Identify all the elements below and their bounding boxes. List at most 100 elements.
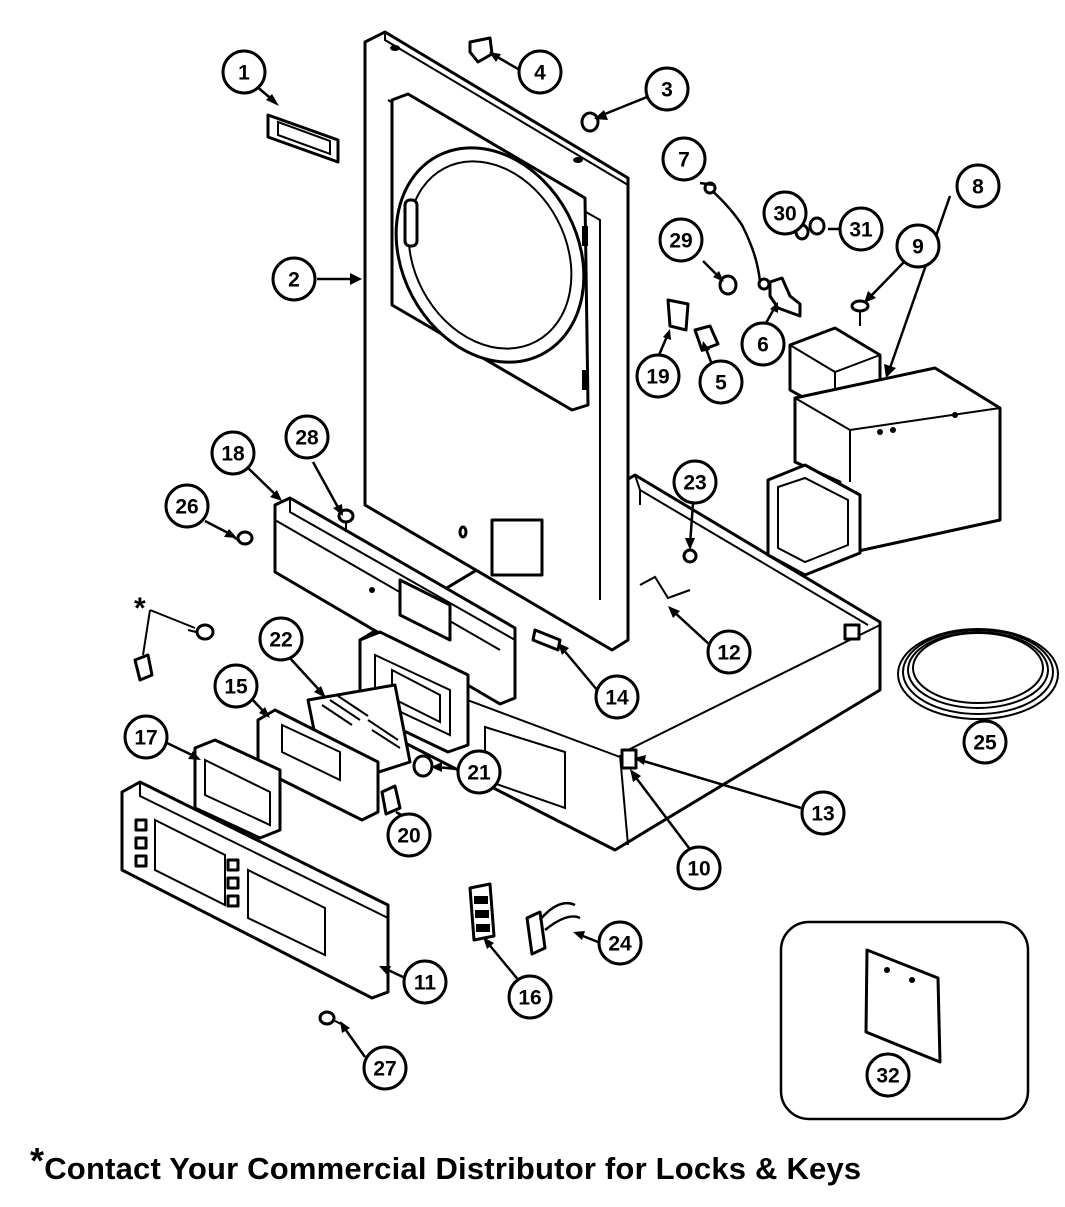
callout-label: 29 bbox=[669, 230, 692, 253]
callout-circle bbox=[762, 190, 808, 236]
callout-label: 13 bbox=[811, 803, 834, 826]
callout-2: 2 bbox=[271, 256, 317, 302]
callout-12: 12 bbox=[706, 629, 752, 675]
lock-and-key bbox=[133, 609, 215, 682]
callout-23: 23 bbox=[672, 459, 718, 505]
part-12-clip bbox=[639, 575, 691, 600]
part-23-nut bbox=[682, 548, 698, 564]
callout-label: 30 bbox=[773, 203, 796, 226]
callout-label: 26 bbox=[175, 496, 198, 519]
callout-31: 31 bbox=[838, 206, 884, 252]
asterisk-marker: * bbox=[134, 592, 146, 625]
callout-circle bbox=[210, 430, 256, 476]
callout-circle bbox=[213, 663, 259, 709]
callout-circle bbox=[284, 414, 330, 460]
callout-8: 8 bbox=[955, 163, 1001, 209]
callout-circle bbox=[402, 959, 448, 1005]
callout-10: 10 bbox=[676, 845, 722, 891]
leader-lines bbox=[164, 52, 987, 1058]
part-29-nut bbox=[718, 274, 738, 296]
callout-circle bbox=[955, 163, 1001, 209]
callout-circle bbox=[386, 812, 432, 858]
part-4-clip bbox=[468, 36, 494, 64]
callout-label: 8 bbox=[972, 176, 984, 199]
callout-11: 11 bbox=[402, 959, 448, 1005]
callout-label: 14 bbox=[605, 687, 629, 710]
callout-5: 5 bbox=[698, 359, 744, 405]
callout-circle bbox=[362, 1045, 408, 1091]
callout-circle bbox=[644, 66, 690, 112]
callout-label: 3 bbox=[661, 79, 673, 102]
callout-21: 21 bbox=[456, 749, 502, 795]
part-21-nut bbox=[412, 754, 434, 778]
callout-circle bbox=[672, 459, 718, 505]
part-8-duct-box bbox=[766, 326, 1002, 577]
callout-label: 18 bbox=[221, 443, 245, 466]
callout-circle bbox=[594, 674, 640, 720]
callout-circle bbox=[635, 353, 681, 399]
callout-label: 31 bbox=[849, 219, 873, 242]
callout-label: 23 bbox=[683, 472, 706, 495]
callout-26: 26 bbox=[164, 483, 210, 529]
callout-29: 29 bbox=[658, 217, 704, 263]
callout-22: 22 bbox=[258, 616, 304, 662]
callout-label: 2 bbox=[288, 269, 300, 292]
callout-circle bbox=[597, 920, 643, 966]
callout-circle bbox=[221, 49, 267, 95]
part-7-ground-wire bbox=[704, 184, 762, 283]
part-20-knob bbox=[380, 784, 402, 816]
part-31-washer bbox=[808, 216, 826, 236]
callout-label: 11 bbox=[414, 972, 437, 995]
callout-15: 15 bbox=[213, 663, 259, 709]
callout-label: 32 bbox=[876, 1065, 899, 1088]
callout-circle bbox=[706, 629, 752, 675]
callout-19: 19 bbox=[635, 353, 681, 399]
callout-9: 9 bbox=[895, 223, 941, 269]
part-9-screw bbox=[850, 299, 870, 326]
callout-20: 20 bbox=[386, 812, 432, 858]
callout-label: 1 bbox=[238, 62, 250, 85]
part-3-bumper bbox=[580, 111, 600, 133]
callout-circle bbox=[123, 714, 169, 760]
callout-circle bbox=[676, 845, 722, 891]
callout-circle bbox=[838, 206, 884, 252]
callout-label: 5 bbox=[715, 372, 727, 395]
callout-label: 27 bbox=[373, 1058, 396, 1081]
exploded-parts-diagram: * 12345678910111213141516171819202122232… bbox=[120, 30, 1059, 1121]
part-5-clip bbox=[693, 324, 720, 352]
callout-label: 28 bbox=[295, 427, 319, 450]
callout-circle bbox=[517, 49, 563, 95]
callout-13: 13 bbox=[800, 790, 846, 836]
callout-label: 15 bbox=[224, 676, 248, 699]
callout-18: 18 bbox=[210, 430, 256, 476]
callout-circle bbox=[740, 321, 786, 367]
callout-25: 25 bbox=[962, 719, 1008, 765]
callout-label: 20 bbox=[397, 825, 420, 848]
callout-circle bbox=[895, 223, 941, 269]
callout-circle bbox=[658, 217, 704, 263]
part-2-front-panel bbox=[363, 30, 630, 652]
part-14-latch bbox=[531, 628, 562, 652]
footnote: *Contact Your Commercial Distributor for… bbox=[30, 1140, 861, 1188]
part-25-power-cord bbox=[897, 628, 1059, 720]
part-32-inset bbox=[779, 920, 1030, 1121]
footnote-asterisk: * bbox=[30, 1140, 45, 1181]
callout-label: 25 bbox=[973, 732, 997, 755]
callout-28: 28 bbox=[284, 414, 330, 460]
callout-17: 17 bbox=[123, 714, 169, 760]
callout-circle bbox=[164, 483, 210, 529]
callout-circle bbox=[507, 974, 553, 1020]
callout-label: 6 bbox=[757, 334, 769, 357]
callout-3: 3 bbox=[644, 66, 690, 112]
callout-24: 24 bbox=[597, 920, 643, 966]
part-18-rail bbox=[273, 496, 517, 706]
part-11-console-panel bbox=[120, 780, 390, 1000]
callout-circle bbox=[661, 136, 707, 182]
callout-label: 10 bbox=[687, 858, 710, 881]
callout-1: 1 bbox=[221, 49, 267, 95]
callout-group: 1234567891011121314151617181920212223242… bbox=[123, 49, 1008, 1098]
part-24-harness bbox=[525, 901, 581, 956]
callout-32: 32 bbox=[865, 1052, 911, 1098]
callout-circle bbox=[800, 790, 846, 836]
callout-label: 12 bbox=[717, 642, 740, 665]
